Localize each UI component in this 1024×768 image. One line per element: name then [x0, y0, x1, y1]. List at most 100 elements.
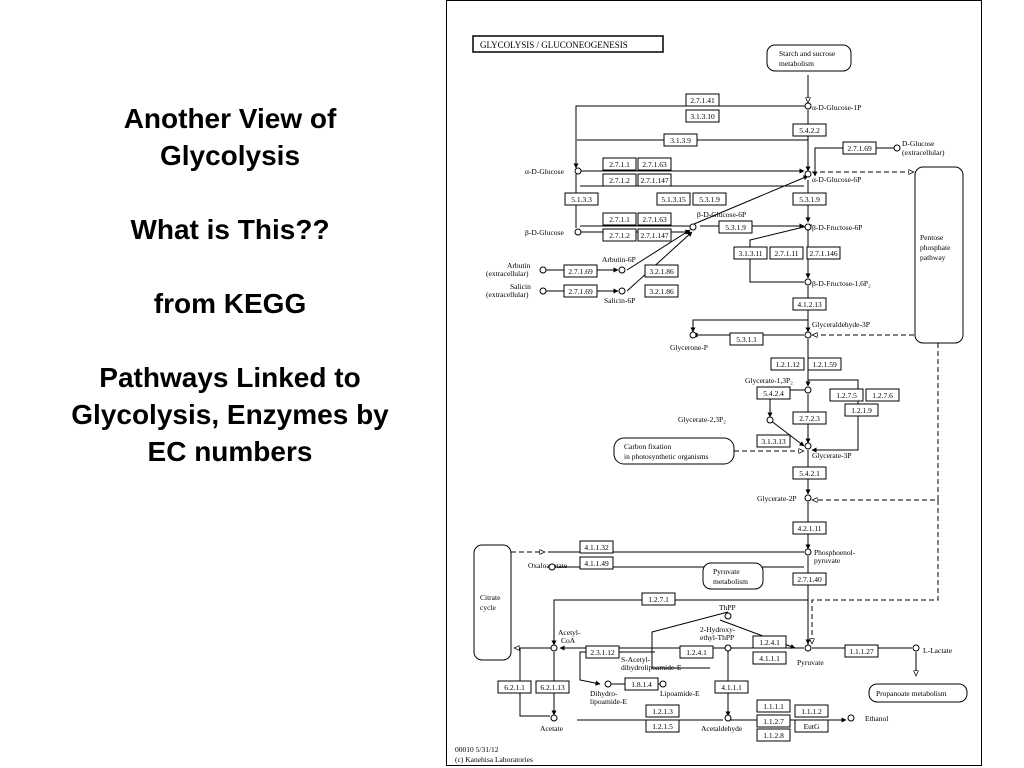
- pathway-starch-sucrose[interactable]: Starch and sucrose metabolism: [766, 44, 852, 72]
- compound-label: Salicin-6P: [604, 296, 635, 305]
- enzyme-box[interactable]: 2.7.1.11: [769, 246, 804, 260]
- compound-node[interactable]: [804, 278, 812, 286]
- compound-node[interactable]: [804, 386, 812, 394]
- enzyme-box[interactable]: 3.1.3.11: [733, 246, 768, 260]
- enzyme-ec-number: 6.2.1.1: [504, 683, 525, 692]
- enzyme-box[interactable]: 1.1.1.27: [844, 644, 879, 658]
- compound-node[interactable]: [804, 442, 812, 450]
- enzyme-box[interactable]: 4.1.2.13: [792, 297, 827, 311]
- enzyme-box[interactable]: 2.7.1.63: [637, 212, 672, 226]
- enzyme-box[interactable]: 2.7.1.1: [602, 212, 637, 226]
- enzyme-box[interactable]: 2.7.1.147: [637, 228, 672, 242]
- enzyme-box[interactable]: 6.2.1.13: [535, 680, 570, 694]
- compound-node[interactable]: [548, 563, 556, 571]
- enzyme-ec-number: 2.7.1.69: [568, 267, 593, 276]
- compound-node[interactable]: [689, 331, 697, 339]
- enzyme-box[interactable]: 2.7.1.147: [637, 173, 672, 187]
- enzyme-ec-number: 3.1.3.11: [738, 249, 762, 258]
- compound-node[interactable]: [550, 714, 558, 722]
- compound-node[interactable]: [804, 644, 812, 652]
- enzyme-box[interactable]: 1.2.1.3: [645, 704, 680, 718]
- pathway-links: [511, 75, 939, 648]
- enzyme-box[interactable]: 5.3.1.9: [792, 192, 827, 206]
- enzyme-box[interactable]: 3.1.3.13: [756, 434, 791, 448]
- enzyme-box[interactable]: 1.1.1.2: [794, 704, 829, 718]
- compound-node[interactable]: [724, 714, 732, 722]
- compound-node[interactable]: [804, 102, 812, 110]
- compound-node[interactable]: [804, 223, 812, 231]
- enzyme-box[interactable]: 1.2.1.59: [807, 357, 842, 371]
- compound-node[interactable]: [847, 714, 855, 722]
- enzyme-box[interactable]: 1.2.1.5: [645, 719, 680, 733]
- enzyme-box[interactable]: 2.7.2.3: [792, 411, 827, 425]
- pathway-carbon-fixation[interactable]: Carbon fixation in photosynthetic organi…: [613, 437, 735, 465]
- enzyme-box[interactable]: 1.2.7.6: [865, 388, 900, 402]
- enzyme-box[interactable]: 2.7.1.1: [602, 157, 637, 171]
- enzyme-box[interactable]: 1.2.4.1: [679, 645, 714, 659]
- pathway-citrate-cycle[interactable]: Citrate cycle: [473, 544, 512, 661]
- compound-node[interactable]: [574, 228, 582, 236]
- enzyme-box[interactable]: 4.1.1.1: [714, 680, 749, 694]
- enzyme-box[interactable]: 4.1.1.32: [579, 540, 614, 554]
- enzyme-box[interactable]: 5.4.2.1: [792, 466, 827, 480]
- enzyme-box[interactable]: 1.2.1.9: [844, 403, 879, 417]
- enzyme-box[interactable]: 3.1.3.9: [663, 133, 698, 147]
- enzyme-box[interactable]: 5.3.1.9: [692, 192, 727, 206]
- enzyme-box[interactable]: 5.4.2.2: [792, 123, 827, 137]
- compound-label: (extracellular): [902, 148, 945, 157]
- enzyme-box[interactable]: 2.3.1.12: [585, 645, 620, 659]
- enzyme-box[interactable]: 1.2.1.12: [770, 357, 805, 371]
- enzyme-box[interactable]: 1.2.7.5: [829, 388, 864, 402]
- enzyme-box[interactable]: 3.2.1.86: [644, 264, 679, 278]
- enzyme-box[interactable]: 2.7.1.69: [842, 141, 877, 155]
- enzyme-box[interactable]: 2.7.1.2: [602, 228, 637, 242]
- enzyme-box[interactable]: 2.7.1.40: [792, 572, 827, 586]
- compound-node[interactable]: [912, 644, 920, 652]
- enzyme-box[interactable]: 5.1.3.15: [656, 192, 691, 206]
- compound-node[interactable]: [804, 331, 812, 339]
- enzyme-box[interactable]: EutG: [794, 719, 829, 733]
- enzyme-box[interactable]: 2.7.1.2: [602, 173, 637, 187]
- enzyme-box[interactable]: 3.2.1.86: [644, 284, 679, 298]
- enzyme-box[interactable]: 3.1.3.10: [685, 109, 720, 123]
- enzyme-box[interactable]: 5.1.3.3: [564, 192, 599, 206]
- compound-node[interactable]: [574, 167, 582, 175]
- pathway-pentose-phosphate[interactable]: Pentose phosphate pathway: [914, 166, 964, 344]
- compound-node[interactable]: [804, 548, 812, 556]
- compound-node[interactable]: [804, 494, 812, 502]
- enzyme-ec-number: 5.3.1.9: [799, 195, 820, 204]
- compound-node[interactable]: [804, 170, 812, 178]
- enzyme-box[interactable]: 1.8.1.4: [624, 677, 659, 691]
- enzyme-box[interactable]: 1.1.2.8: [756, 728, 791, 742]
- enzyme-box[interactable]: 2.7.1.41: [685, 93, 720, 107]
- compound-node[interactable]: [618, 287, 626, 295]
- compound-node[interactable]: [766, 416, 774, 424]
- enzyme-box[interactable]: 1.2.7.1: [641, 592, 676, 606]
- compound-node[interactable]: [539, 287, 547, 295]
- compound-node[interactable]: [893, 144, 901, 152]
- compound-node[interactable]: [539, 266, 547, 274]
- enzyme-box[interactable]: 5.3.1.1: [729, 332, 764, 346]
- enzyme-box[interactable]: 5.3.1.9: [718, 220, 753, 234]
- compound-node[interactable]: [724, 644, 732, 652]
- enzyme-box[interactable]: 4.1.1.1: [752, 651, 787, 665]
- enzyme-box[interactable]: 2.7.1.69: [563, 264, 598, 278]
- pathway-pyruvate-metabolism[interactable]: Pyruvate metabolism: [702, 562, 764, 590]
- enzyme-box[interactable]: 1.1.1.1: [756, 699, 791, 713]
- enzyme-box[interactable]: 6.2.1.1: [497, 680, 532, 694]
- enzyme-box[interactable]: 4.1.1.49: [579, 556, 614, 570]
- enzyme-box[interactable]: 5.4.2.4: [756, 386, 791, 400]
- enzyme-box[interactable]: 4.2.1.11: [792, 521, 827, 535]
- compound-node[interactable]: [659, 680, 667, 688]
- compound-node[interactable]: [689, 223, 697, 231]
- enzyme-box[interactable]: 1.1.2.7: [756, 714, 791, 728]
- compound-node[interactable]: [618, 266, 626, 274]
- enzyme-box[interactable]: 1.2.4.1: [752, 635, 787, 649]
- enzyme-box[interactable]: 2.7.1.63: [637, 157, 672, 171]
- compound-node[interactable]: [604, 680, 612, 688]
- compound-node[interactable]: [550, 644, 558, 652]
- compound-node[interactable]: [724, 612, 732, 620]
- enzyme-box[interactable]: 2.7.1.146: [806, 246, 841, 260]
- pathway-propanoate[interactable]: Propanoate metabolism: [868, 683, 968, 703]
- enzyme-box[interactable]: 2.7.1.69: [563, 284, 598, 298]
